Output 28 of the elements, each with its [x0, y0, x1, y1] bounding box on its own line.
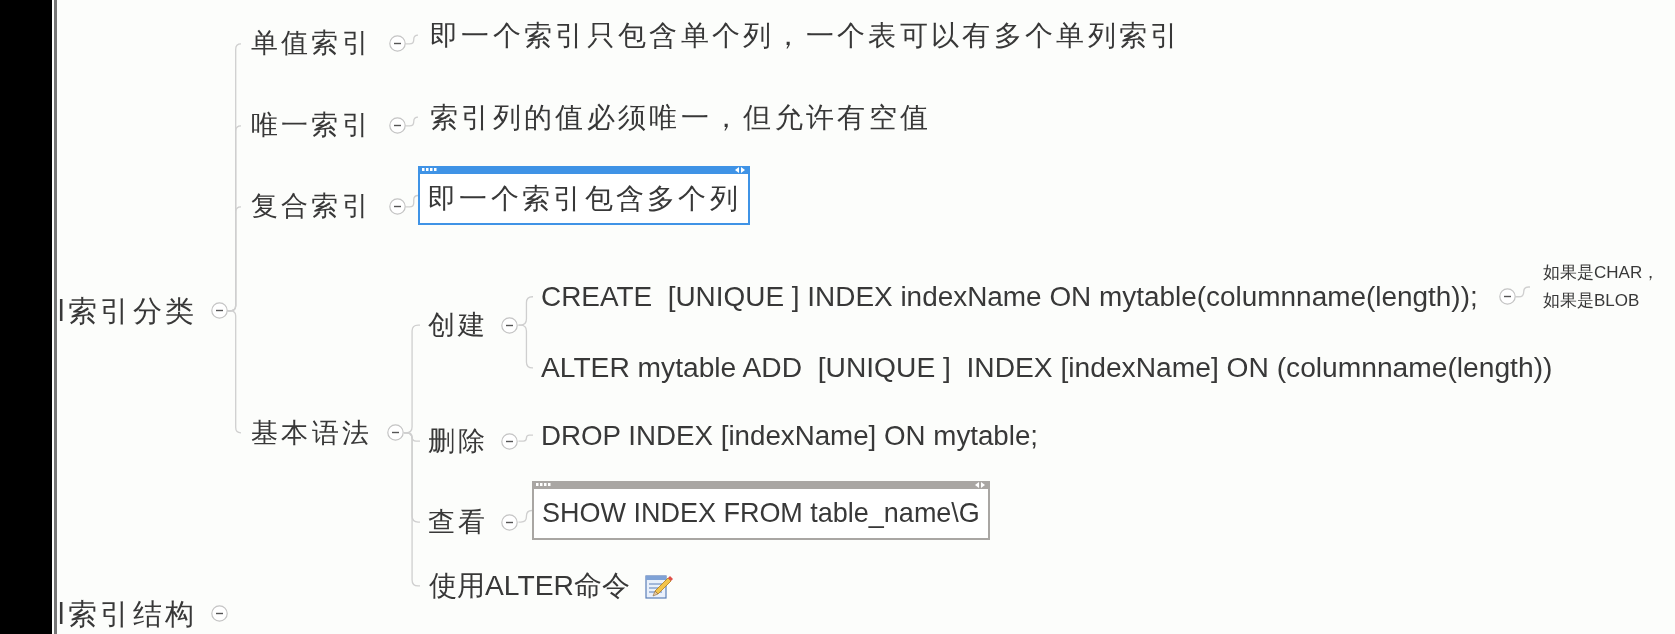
code-text: SHOW INDEX FROM table_name\G: [542, 497, 980, 530]
topic-label: 删除: [428, 425, 489, 458]
topic-label: 创建: [428, 309, 489, 342]
connector-line: [405, 116, 419, 127]
connector-line: [517, 434, 534, 442]
note-text: 如果是CHAR，: [1543, 262, 1660, 284]
topic-label: 复合索引: [251, 191, 372, 223]
code-text: ALTER mytable ADD [UNIQUE ] INDEX [indexName] ON (columnname(length)): [541, 351, 1553, 385]
topic-label: 唯一索引: [251, 110, 372, 142]
connector-line: [517, 509, 533, 523]
topic-label: 基本语法: [251, 416, 373, 450]
topic-text: 即一个索引只包含单个列，一个表可以有多个单列索引: [430, 18, 1182, 52]
code-text: DROP INDEX [indexName] ON mytable;: [541, 418, 1039, 452]
topic-label: 单值索引: [251, 28, 372, 60]
connector-line: [405, 34, 419, 45]
topic-text: 即一个索引包含多个列: [428, 181, 742, 216]
topic-box: [532, 481, 990, 540]
note-text: 如果是BLOB: [1543, 290, 1641, 312]
topic-label: 使用ALTER命令: [429, 569, 630, 603]
topic-text: 索引列的值必须唯一，但允许有空值: [430, 100, 932, 134]
connector-line: [517, 324, 534, 369]
topic-label: 查看: [428, 506, 489, 539]
topic-label: l索引结构: [58, 596, 198, 632]
connector-line: [1515, 286, 1531, 298]
topic-box: [418, 166, 750, 225]
topic-label: l索引分类: [58, 293, 198, 329]
code-text: CREATE [UNIQUE ] INDEX indexName ON mytable(columnname(length));: [541, 280, 1478, 314]
connector-line: [405, 194, 419, 208]
